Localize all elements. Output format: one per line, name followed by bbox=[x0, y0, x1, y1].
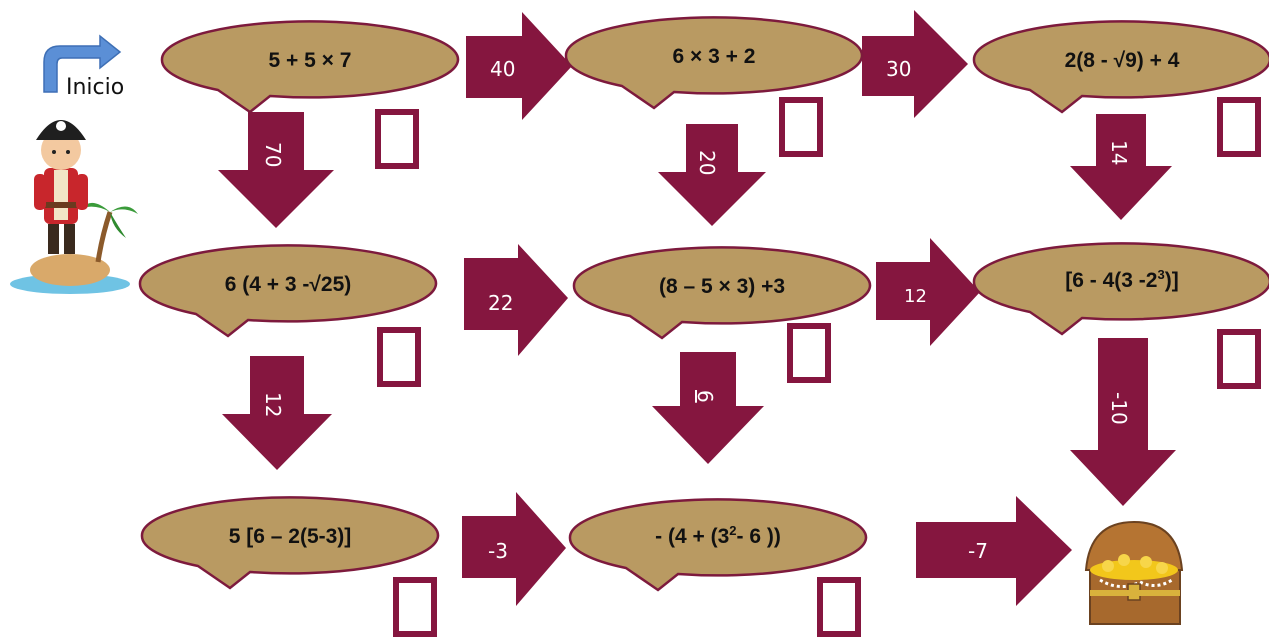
expression-8: - (4 + (32- 6 )) bbox=[655, 523, 781, 548]
expression-bubble-5: (8 – 5 × 3) +3 bbox=[572, 246, 872, 340]
arrow-right-2-label: 30 bbox=[886, 57, 911, 81]
arrow-down-6: -10 bbox=[1070, 338, 1176, 506]
pirate-on-island-icon bbox=[10, 120, 138, 294]
expression-bubble-8: - (4 + (32- 6 )) bbox=[568, 498, 868, 592]
arrow-down-4-label: 12 bbox=[261, 392, 285, 417]
expression-bubble-2: 6 × 3 + 2 bbox=[564, 16, 864, 110]
expression-4: 6 (4 + 3 -√25) bbox=[225, 273, 352, 296]
arrow-right-1-label: 40 bbox=[490, 57, 515, 81]
arrow-right-4: 12 bbox=[876, 238, 980, 346]
expression-5: (8 – 5 × 3) +3 bbox=[659, 275, 785, 298]
expression-bubble-6: [6 - 4(3 -23)] bbox=[972, 242, 1269, 336]
arrow-right-5-label: -3 bbox=[488, 539, 508, 563]
arrow-down-1-label: 70 bbox=[261, 142, 285, 167]
start-curved-arrow-icon bbox=[43, 34, 122, 93]
expression-2: 6 × 3 + 2 bbox=[673, 45, 756, 68]
arrow-down-5-label: 6 bbox=[693, 390, 717, 403]
arrow-right-3-label: 22 bbox=[488, 291, 513, 315]
answer-box-6[interactable] bbox=[1217, 329, 1261, 389]
arrow-down-4: 12 bbox=[222, 356, 332, 470]
arrow-down-2: 20 bbox=[658, 124, 766, 226]
arrow-down-5: 6 bbox=[652, 352, 764, 464]
arrow-down-3: 14 bbox=[1070, 114, 1172, 220]
arrow-right-1: 40 bbox=[466, 12, 572, 120]
arrow-right-5: -3 bbox=[462, 492, 566, 606]
answer-box-4[interactable] bbox=[377, 327, 421, 387]
expression-bubble-3: 2(8 - √9) + 4 bbox=[972, 20, 1269, 114]
answer-box-8[interactable] bbox=[817, 577, 861, 637]
arrow-down-3-label: 14 bbox=[1107, 140, 1131, 165]
expression-bubble-7: 5 [6 – 2(5-3)] bbox=[140, 496, 440, 590]
answer-box-1[interactable] bbox=[375, 109, 419, 169]
arrow-right-2: 30 bbox=[862, 10, 968, 118]
arrow-right-4-label: 12 bbox=[904, 286, 927, 307]
arrow-right-6-label: -7 bbox=[968, 539, 988, 563]
answer-box-3[interactable] bbox=[1217, 97, 1261, 157]
expression-bubble-1: 5 + 5 × 7 bbox=[160, 20, 460, 114]
expression-6: [6 - 4(3 -23)] bbox=[1065, 267, 1178, 292]
arrow-down-2-label: 20 bbox=[695, 150, 719, 175]
answer-box-5[interactable] bbox=[787, 323, 831, 383]
arrow-right-3: 22 bbox=[464, 244, 568, 356]
arrow-down-1: 70 bbox=[218, 112, 334, 228]
expression-bubble-4: 6 (4 + 3 -√25) bbox=[138, 244, 438, 338]
treasure-chest-icon bbox=[1084, 520, 1184, 625]
expression-1: 5 + 5 × 7 bbox=[269, 49, 352, 72]
answer-box-2[interactable] bbox=[779, 97, 823, 157]
expression-7: 5 [6 – 2(5-3)] bbox=[229, 525, 352, 548]
start-label: Inicio bbox=[66, 75, 124, 100]
expression-3: 2(8 - √9) + 4 bbox=[1065, 49, 1180, 72]
arrow-right-6: -7 bbox=[916, 496, 1072, 606]
arrow-down-6-label: -10 bbox=[1107, 392, 1131, 425]
answer-box-7[interactable] bbox=[393, 577, 437, 637]
